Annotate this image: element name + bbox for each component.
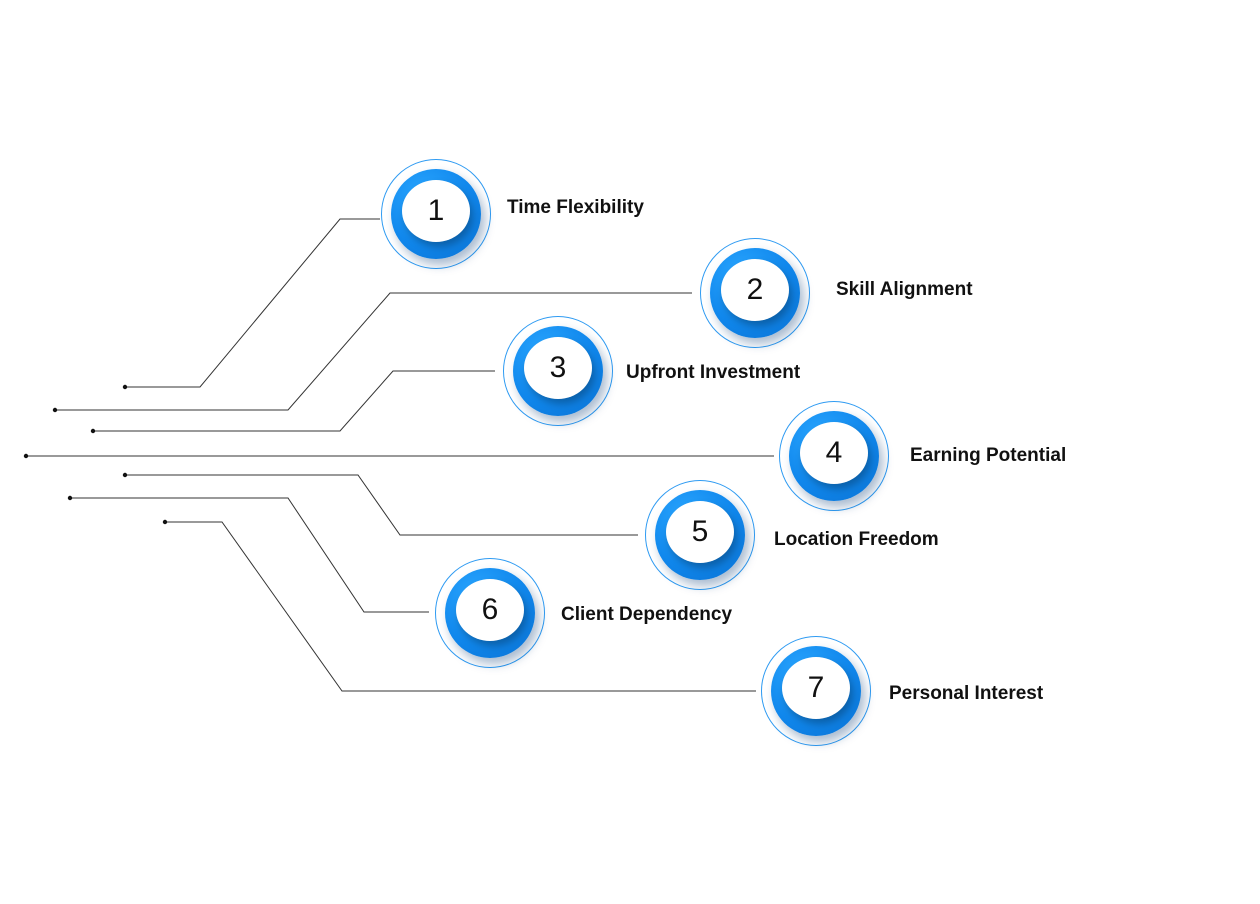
step-label-5: Location Freedom: [774, 529, 939, 550]
step-label-2: Skill Alignment: [836, 279, 973, 300]
connector-line-3: [93, 370, 495, 432]
step-number: 3: [524, 337, 592, 399]
step-number: 4: [800, 422, 868, 484]
step-node-6: 6: [435, 558, 545, 668]
step-label-3: Upfront Investment: [626, 362, 801, 383]
connector-line-5: [125, 474, 638, 536]
step-label-4: Earning Potential: [910, 445, 1067, 466]
step-number: 5: [666, 501, 734, 563]
step-number: 2: [721, 259, 789, 321]
step-node-4: 4: [779, 401, 889, 511]
step-label-1: Time Flexibility: [507, 197, 644, 218]
step-label-7: Personal Interest: [889, 683, 1044, 704]
connector-dot-7: [162, 519, 168, 525]
step-label-6: Client Dependency: [561, 604, 733, 625]
step-number: 6: [456, 579, 524, 641]
connector-line-6: [70, 497, 429, 613]
step-node-3: 3: [503, 316, 613, 426]
step-number: 1: [402, 180, 470, 242]
connector-dot-1: [122, 384, 128, 390]
connector-line-2: [55, 292, 692, 411]
step-node-7: 7: [761, 636, 871, 746]
step-number: 7: [782, 657, 850, 719]
connector-line-7: [165, 521, 756, 692]
connector-line-1: [125, 218, 380, 388]
connector-dot-6: [67, 495, 73, 501]
connector-dot-3: [90, 428, 96, 434]
connector-dot-4: [23, 453, 29, 459]
connector-dot-2: [52, 407, 58, 413]
step-node-2: 2: [700, 238, 810, 348]
step-node-5: 5: [645, 480, 755, 590]
step-node-1: 1: [381, 159, 491, 269]
connector-dot-5: [122, 472, 128, 478]
